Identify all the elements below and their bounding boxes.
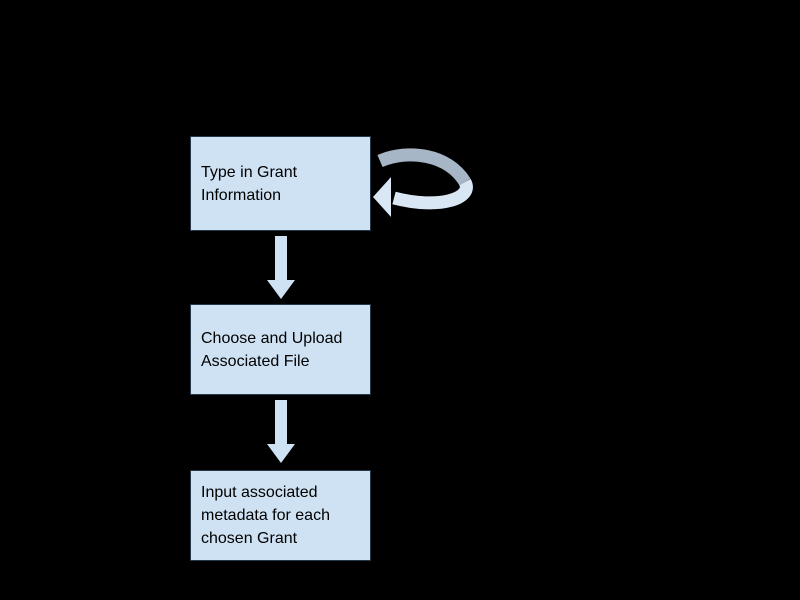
down-arrow-shape (267, 236, 295, 299)
loop-arrow-icon (373, 148, 473, 217)
flow-step-box-1: Type in Grant Information (190, 136, 371, 231)
loop-arrow-top-band (377, 148, 471, 186)
flow-step-box-3: Input associated metadata for each chose… (190, 470, 371, 561)
flow-step-label-3: Input associated metadata for each chose… (201, 484, 330, 547)
loop-arrow-bottom-band (392, 178, 473, 210)
down-arrow-shape (267, 400, 295, 463)
loop-arrow-head (373, 177, 391, 217)
flow-step-box-2: Choose and Upload Associated File (190, 304, 371, 395)
down-arrow-icon (267, 400, 295, 463)
flow-step-label-1: Type in Grant Information (201, 163, 298, 204)
flow-step-label-2: Choose and Upload Associated File (201, 329, 343, 370)
down-arrow-icon (267, 236, 295, 299)
